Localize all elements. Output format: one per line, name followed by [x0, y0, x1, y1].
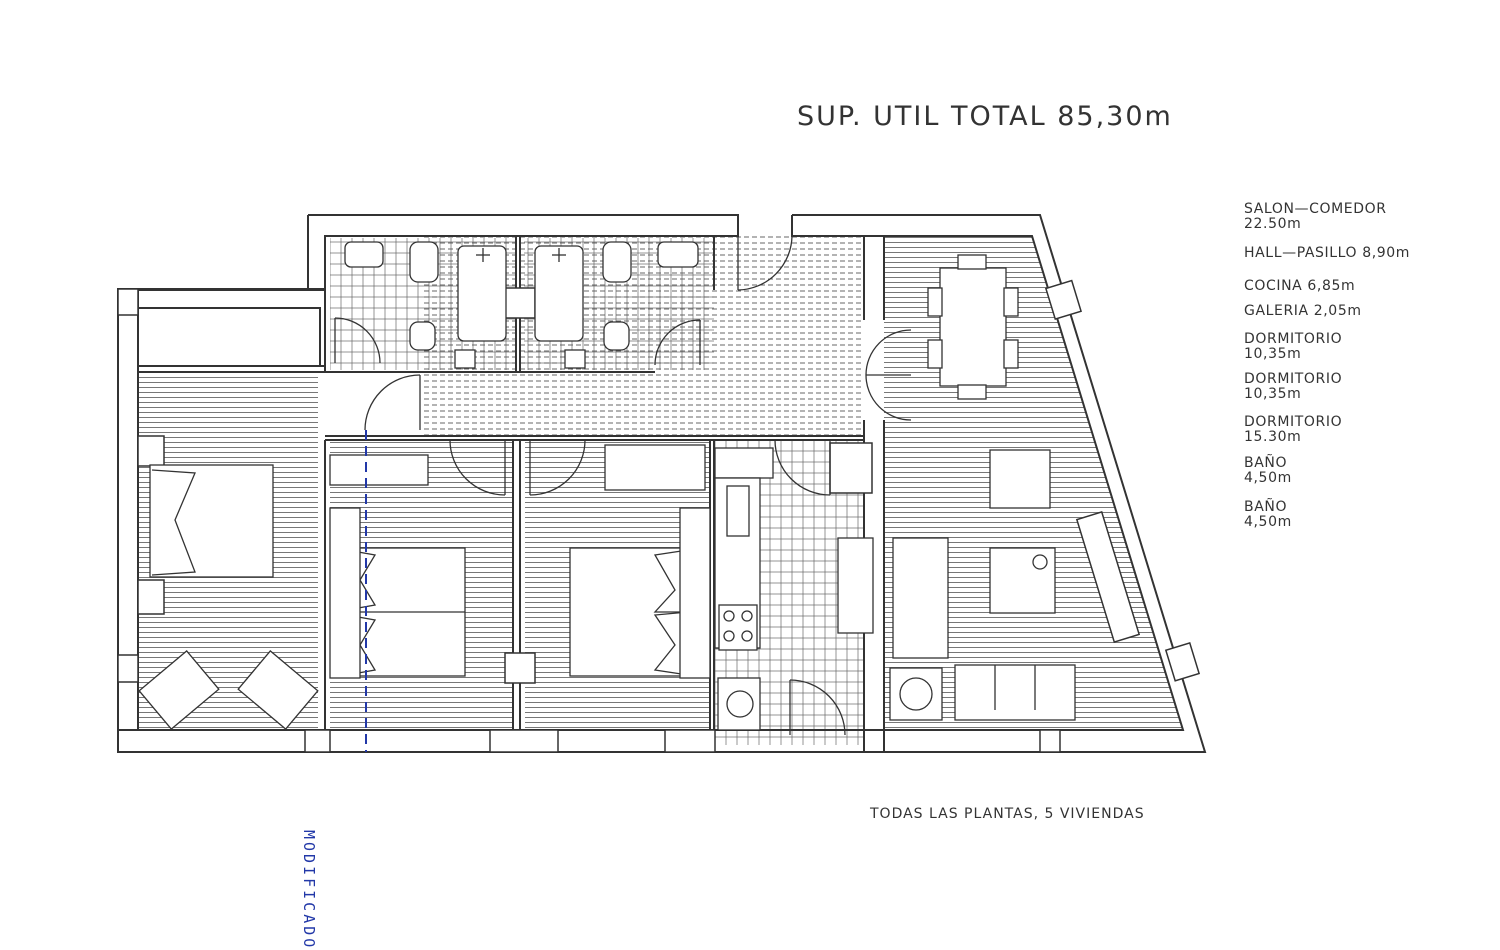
- legend-salon-comedor: SALON—COMEDOR 22.50m: [1244, 201, 1387, 232]
- legend-dormitorio-3: DORMITORIO 15.30m: [1244, 414, 1343, 445]
- legend-hall-pasillo: HALL—PASILLO 8,90m: [1244, 245, 1411, 261]
- window-jambs: [117, 279, 1201, 753]
- kitchen-equipment: [714, 447, 874, 731]
- bathroom-fixtures: [344, 241, 699, 369]
- plan-title: SUP. UTIL TOTAL 85,30m: [797, 101, 1173, 132]
- legend-bano-1: BAÑO 4,50m: [1244, 455, 1292, 486]
- living-furniture: [889, 254, 1076, 721]
- floor-plan: [117, 214, 1207, 753]
- bedroom-furniture: [138, 444, 711, 730]
- exterior-walls: [117, 214, 1207, 753]
- legend-dormitorio-2: DORMITORIO 10,35m: [1244, 371, 1343, 402]
- legend-cocina: COCINA 6,85m: [1244, 278, 1356, 294]
- legend-galeria: GALERIA 2,05m: [1244, 303, 1362, 319]
- plan-footer: TODAS LAS PLANTAS, 5 VIVIENDAS: [870, 806, 1145, 822]
- door-swings: [334, 235, 912, 736]
- legend-bano-2: BAÑO 4,50m: [1244, 499, 1292, 530]
- legend-dormitorio-1: DORMITORIO 10,35m: [1244, 331, 1343, 362]
- handwritten-note: MODIFICADO: [300, 830, 318, 950]
